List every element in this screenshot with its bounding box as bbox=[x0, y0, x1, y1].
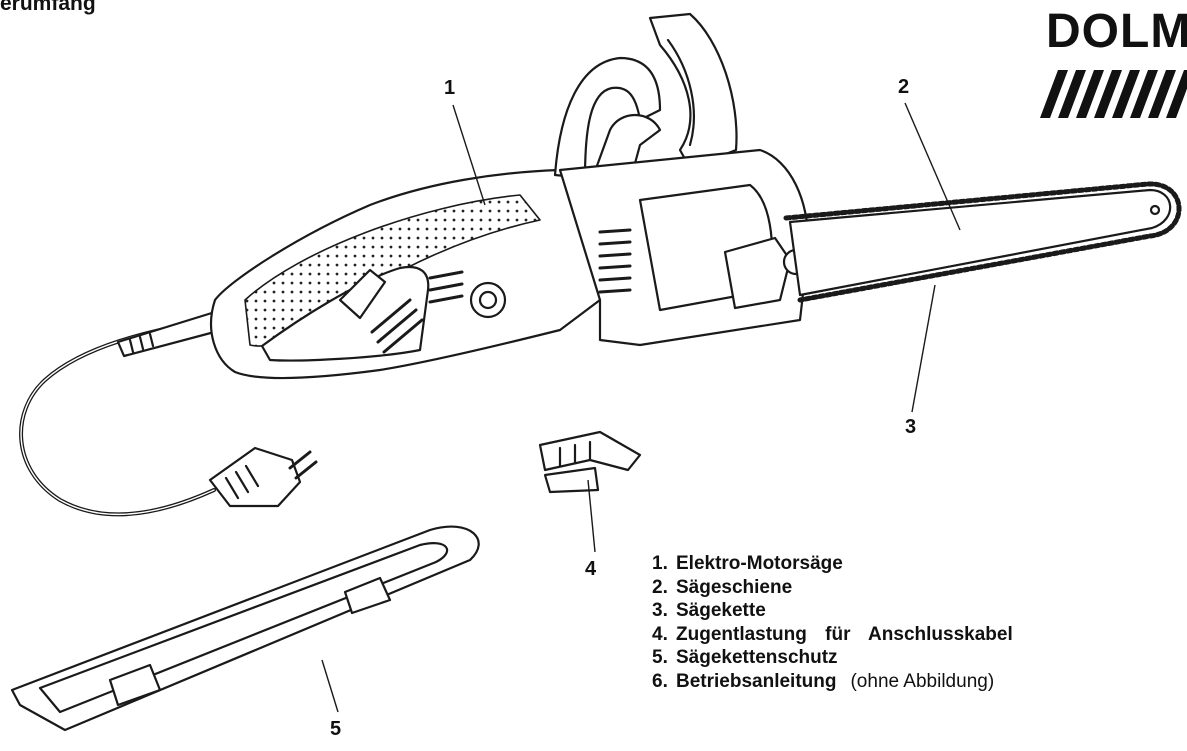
legend-text: Sägeschiene bbox=[676, 576, 793, 598]
legend-item: 5. Sägekettenschutz bbox=[652, 646, 1013, 670]
hand-guard bbox=[648, 12, 738, 170]
legend-text: Betriebsanleitung bbox=[676, 670, 837, 692]
legend-number: 6. bbox=[652, 670, 668, 692]
leader-5 bbox=[321, 659, 339, 713]
leader-2 bbox=[904, 102, 961, 231]
legend-item: 6. Betriebsanleitung (ohne Abbildung) bbox=[652, 670, 1013, 694]
leader-4 bbox=[587, 479, 596, 553]
callout-4: 4 bbox=[585, 558, 597, 580]
legend-text: Zugentlastung für Anschlusskabel bbox=[676, 623, 1013, 645]
legend-note: (ohne Abbildung) bbox=[850, 670, 995, 692]
legend-item: 3. Sägekette bbox=[652, 599, 1013, 623]
power-plug bbox=[208, 446, 302, 508]
leader-3 bbox=[911, 284, 936, 413]
page-heading: erumfang bbox=[0, 0, 96, 15]
callout-2: 2 bbox=[898, 76, 910, 98]
saw-chain bbox=[783, 181, 1182, 303]
parts-legend: 1. Elektro-Motorsäge 2. Sägeschiene 3. S… bbox=[652, 552, 1013, 693]
brand-logo-text: DOLM bbox=[1046, 5, 1187, 58]
legend-number: 3. bbox=[652, 600, 668, 621]
legend-number: 5. bbox=[652, 647, 668, 668]
legend-item: 1. Elektro-Motorsäge bbox=[652, 552, 1013, 576]
guide-bar bbox=[788, 188, 1172, 297]
legend-number: 2. bbox=[652, 576, 668, 598]
front-handle bbox=[553, 56, 662, 180]
callout-1: 1 bbox=[444, 77, 456, 99]
brand-stripes bbox=[1040, 70, 1187, 118]
legend-text: Sägekette bbox=[676, 600, 766, 621]
legend-number: 4. bbox=[652, 623, 668, 645]
legend-item: 2. Sägeschiene bbox=[652, 576, 1013, 600]
leader-1 bbox=[452, 104, 486, 206]
callout-5: 5 bbox=[330, 718, 342, 740]
legend-number: 1. bbox=[652, 553, 668, 574]
callout-3: 3 bbox=[905, 416, 917, 438]
legend-text: Elektro-Motorsäge bbox=[676, 553, 843, 574]
legend-item: 4. Zugentlastung für Anschlusskabel bbox=[652, 623, 1013, 647]
legend-text: Sägekettenschutz bbox=[676, 647, 838, 668]
